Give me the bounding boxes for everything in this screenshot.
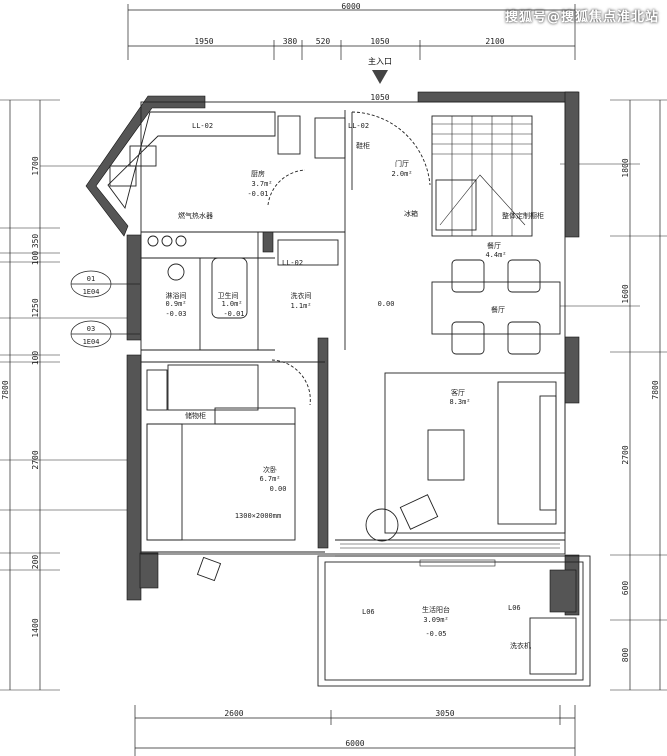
toilet-name: 卫生间 [218,291,239,300]
balcony-name: 生活阳台 [422,605,450,614]
dining-name: 餐厅 [487,241,501,250]
dim-right-4: 600 [621,581,630,596]
note-heater: 燃气热水器 [178,211,213,220]
balcony-area: 3.09m² [423,616,448,624]
section-1-ref: 1E04 [83,288,100,296]
watermark: 搜狐号@搜狐焦点淮北站 [504,10,659,25]
dim-top-3: 520 [316,37,331,46]
dim-top-2: 380 [283,37,298,46]
dim-bottom-1: 2600 [224,709,243,718]
toilet-area: 1.0m² [221,300,242,308]
shower-name: 淋浴间 [166,291,187,300]
kitchen-area: 3.7m² [251,180,272,188]
bed-size: 1300×2000mm [235,512,281,520]
dim-left-7: 200 [31,555,40,570]
laundry-name: 洗衣间 [291,291,312,300]
dim-right-5: 800 [621,648,630,663]
main-level: 0.00 [378,300,395,308]
tag-l06-right: L06 [508,604,521,612]
dim-left-total: 7800 [1,380,10,399]
dining-area: 4.4m² [485,251,506,259]
living-name: 客厅 [451,388,465,397]
toilet-level: -0.01 [223,310,244,318]
section-2-ref: 1E04 [83,338,100,346]
shower-level: -0.03 [165,310,186,318]
dim-left-1: 1700 [31,156,40,175]
dining-label2: 餐厅 [491,305,505,314]
living-area: 8.3m² [449,398,470,406]
dim-right-1: 1800 [621,158,630,177]
tag-ll-kitchen: LL-02 [192,122,213,130]
entrance-label: 主入口 [368,56,392,66]
balcony-level: -0.05 [425,630,446,638]
laundry-area: 1.1m² [290,302,311,310]
note-shoe: 鞋柜 [356,141,370,150]
section-1-num: 01 [87,275,95,283]
tag-l06-left: L06 [362,608,375,616]
dim-bottom-2: 3050 [435,709,454,718]
entrance-arrow-icon [372,70,388,84]
note-storage: 储物柜 [185,411,206,420]
dim-top-total: 6000 [341,2,360,11]
tag-ll-laundry: LL-02 [282,259,303,267]
dim-top-1: 1950 [194,37,213,46]
dim-left-6: 2700 [31,450,40,469]
dim-left-4: 1250 [31,298,40,317]
note-cabinet: 整体定制橱柜 [502,211,544,220]
kitchen-level: -0.01 [247,190,268,198]
dim-right-total: 7800 [651,380,660,399]
dim-left-2: 350 [31,234,40,249]
kitchen-name: 厨房 [251,169,265,178]
dim-right-2: 1600 [621,284,630,303]
dim-left-8: 1400 [31,618,40,637]
dim-door-width: 1050 [370,93,389,102]
tag-ll-door: LL-02 [348,122,369,130]
dim-left-3: 100 [31,251,40,266]
shower-area: 0.9m² [165,300,186,308]
dim-right-3: 2700 [621,445,630,464]
dim-left-5: 100 [31,351,40,366]
entry-name: 门厅 [395,159,409,168]
note-washer: 洗衣机 [510,641,531,650]
bedroom-area: 6.7m² [259,475,280,483]
dim-top-4: 1050 [370,37,389,46]
note-fridge: 冰箱 [404,209,418,218]
bedroom-level: 0.00 [270,485,287,493]
entry-area: 2.0m² [391,170,412,178]
dim-bottom-total: 6000 [345,739,364,748]
section-2-num: 03 [87,325,95,333]
bedroom-name: 次卧 [263,465,277,474]
dim-top-5: 2100 [485,37,504,46]
